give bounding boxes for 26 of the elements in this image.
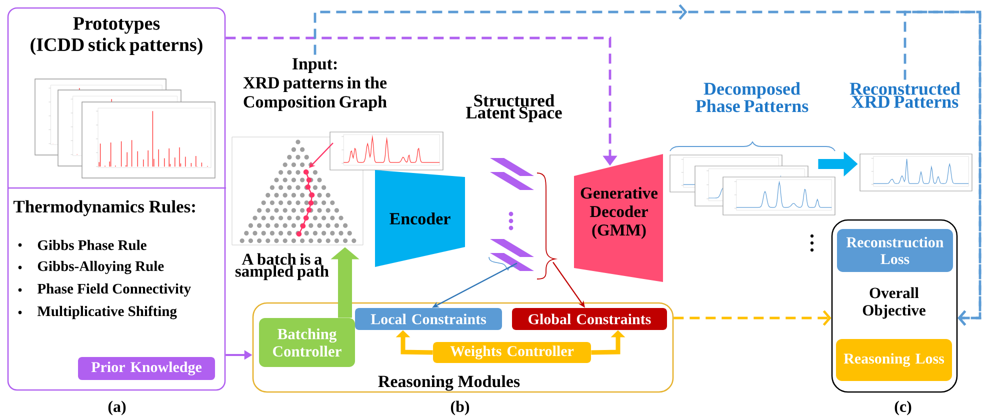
loss-box: Reconstruction Loss xyxy=(837,229,953,272)
tag: Prior Knowledge xyxy=(78,357,215,380)
decoder-block: Generative Decoder (GMM) xyxy=(574,154,663,282)
controller-box: Batching Controller xyxy=(259,318,355,367)
heading: Decomposed Phase Patterns xyxy=(696,82,808,112)
panel-label: (b) xyxy=(450,400,470,416)
panel-frame xyxy=(7,7,226,391)
encoder-block: Encoder xyxy=(375,170,465,267)
section-title: Prototypes (ICDD stick patterns) xyxy=(30,17,202,55)
node-label: A batch is a sampled path xyxy=(235,253,329,280)
heading: Structured Latent Space xyxy=(466,94,562,122)
heading: Input: XRD patterns in the Composition Graph xyxy=(243,58,387,112)
dashed-arrow xyxy=(904,10,982,326)
heading: Reconstructed XRD Patterns xyxy=(850,82,960,108)
bullet-item: Gibbs-Alloying Rule xyxy=(18,260,164,274)
constraint-box: Global Constraints xyxy=(512,308,667,330)
constraint-box: Local Constraints xyxy=(355,308,502,330)
bullet-item: Multiplicative Shifting xyxy=(18,306,177,320)
dashed-arrow xyxy=(674,310,832,326)
controller-box: Weights Controller xyxy=(433,342,591,363)
bullet-item: Gibbs Phase Rule xyxy=(18,240,146,250)
bullet-item: Phase Field Connectivity xyxy=(18,283,191,297)
panel-label: (a) xyxy=(108,400,126,416)
panel-label: (c) xyxy=(894,400,912,416)
section-title: Thermodynamics Rules: xyxy=(13,200,195,216)
loss-box: Reasoning Loss xyxy=(836,339,952,381)
